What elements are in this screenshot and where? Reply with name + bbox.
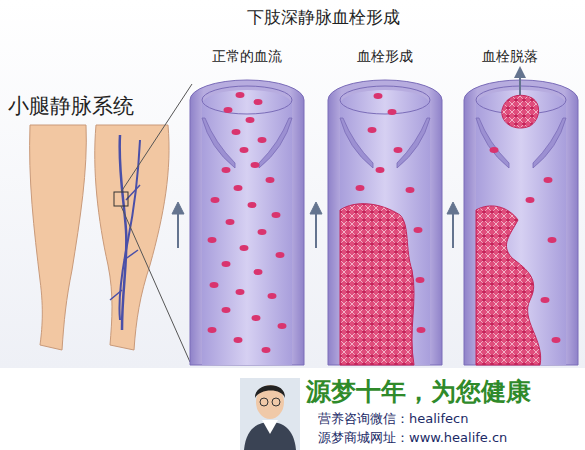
column-heading: 血栓形成	[357, 48, 413, 64]
part-label: 小腿静脉系统	[8, 94, 134, 118]
column-heading: 血栓脱落	[482, 48, 538, 64]
contact-note: 源梦商城网址：www.healife.cn	[318, 431, 507, 446]
contact-note: 营养咨询微信：healifecn	[318, 412, 468, 427]
diagram-title: 下肢深静脉血栓形成	[247, 8, 400, 28]
slogan: 源梦十年，为您健康	[306, 378, 531, 407]
column-heading: 正常的血流	[212, 48, 282, 64]
